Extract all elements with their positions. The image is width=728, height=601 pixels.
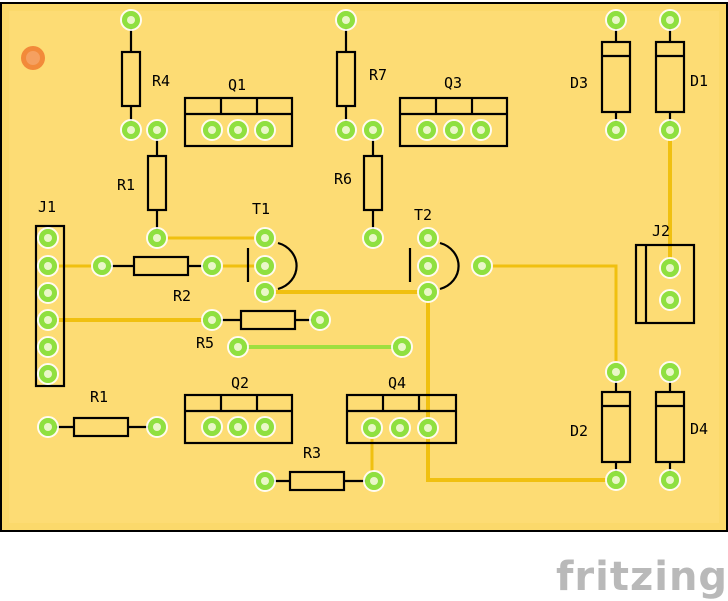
trace-t2-q4	[426, 290, 618, 482]
j1-pad-3	[37, 282, 59, 304]
j2-body	[634, 243, 696, 325]
r3-pad-2	[363, 470, 385, 492]
q1-pad-2	[227, 119, 249, 141]
t2-pad-1	[417, 227, 439, 249]
q1-body	[183, 96, 294, 148]
d2-pad-1	[605, 361, 627, 383]
label-q1: Q1	[228, 76, 246, 94]
r5-pad-1	[201, 309, 223, 331]
r1top-pad-2	[146, 227, 168, 249]
t1-pad-1	[254, 227, 276, 249]
label-q3: Q3	[444, 74, 462, 92]
label-r1-bottom: R1	[90, 388, 108, 406]
label-t2: T2	[414, 206, 432, 224]
j1-pad-2	[37, 255, 59, 277]
corner-marker-inner	[26, 51, 40, 65]
r6-pad-2	[362, 227, 384, 249]
label-r5: R5	[196, 334, 214, 352]
label-r7: R7	[369, 66, 387, 84]
d1-pad-2	[659, 119, 681, 141]
q2-pad-3	[254, 416, 276, 438]
q1-pad-3	[254, 119, 276, 141]
r1bot-pad-2	[146, 416, 168, 438]
q2-pad-2	[227, 416, 249, 438]
j1-body	[34, 224, 66, 388]
r7-pad-2	[335, 119, 357, 141]
q2-pad-1	[201, 416, 223, 438]
j1-pad-5	[37, 336, 59, 358]
r5-pad-2	[309, 309, 331, 331]
label-j1: J1	[38, 198, 56, 216]
q4-pad-1	[361, 417, 383, 439]
t1-pad-3	[254, 281, 276, 303]
label-d3: D3	[570, 74, 588, 92]
j2-lead	[471, 255, 493, 277]
label-j2: J2	[652, 222, 670, 240]
t1-body	[277, 241, 298, 291]
t2-pad-2	[417, 255, 439, 277]
d3-pad-2	[605, 119, 627, 141]
labels: R4 Q1 R7 Q3 D3 D1 R1 T1 R6 T2 J1 J2 R2 R…	[38, 66, 708, 462]
fritzing-logo: fritzing	[556, 554, 728, 600]
r4-pad-1	[120, 9, 142, 31]
q1-pad-1	[201, 119, 223, 141]
r6-pad-1	[362, 119, 384, 141]
r4-pad-2	[120, 119, 142, 141]
label-r4: R4	[152, 72, 170, 90]
pads	[37, 9, 681, 492]
q4-body	[345, 393, 458, 445]
r2-pad-1	[91, 255, 113, 277]
label-d2: D2	[570, 422, 588, 440]
label-t1: T1	[252, 200, 270, 218]
t1-pad-2	[254, 255, 276, 277]
d2-pad-2	[605, 469, 627, 491]
q2-body	[183, 393, 294, 445]
label-q4: Q4	[388, 374, 406, 392]
label-r3: R3	[303, 444, 321, 462]
j2-pad-2	[659, 289, 681, 311]
r7-pad-1	[335, 9, 357, 31]
r5-green-a	[227, 336, 249, 358]
q3-pad-2	[443, 119, 465, 141]
t2-body	[439, 241, 460, 291]
label-q2: Q2	[231, 374, 249, 392]
q4-pad-3	[417, 417, 439, 439]
j1-pad-6	[37, 363, 59, 385]
r2-pad-2	[201, 255, 223, 277]
d1-pad-1	[659, 9, 681, 31]
q3-body	[398, 96, 509, 148]
d4-pad-1	[659, 361, 681, 383]
j1-pad-1	[37, 227, 59, 249]
label-d1: D1	[690, 72, 708, 90]
q3-pad-3	[470, 119, 492, 141]
r1top-pad-1	[146, 119, 168, 141]
r5-green-b	[391, 336, 413, 358]
d4-pad-2	[659, 469, 681, 491]
label-r6: R6	[334, 170, 352, 188]
j1-pad-4	[37, 309, 59, 331]
t2-pad-3	[417, 281, 439, 303]
trace-t2-j2	[480, 264, 618, 374]
label-r2: R2	[173, 287, 191, 305]
d3-pad-1	[605, 9, 627, 31]
components	[34, 22, 696, 492]
q3-pad-1	[416, 119, 438, 141]
j2-pad-1	[659, 257, 681, 279]
r3-pad-1	[254, 470, 276, 492]
q4-pad-2	[389, 417, 411, 439]
r1bot-pad-1	[37, 416, 59, 438]
label-r1-top: R1	[117, 176, 135, 194]
label-d4: D4	[690, 420, 708, 438]
